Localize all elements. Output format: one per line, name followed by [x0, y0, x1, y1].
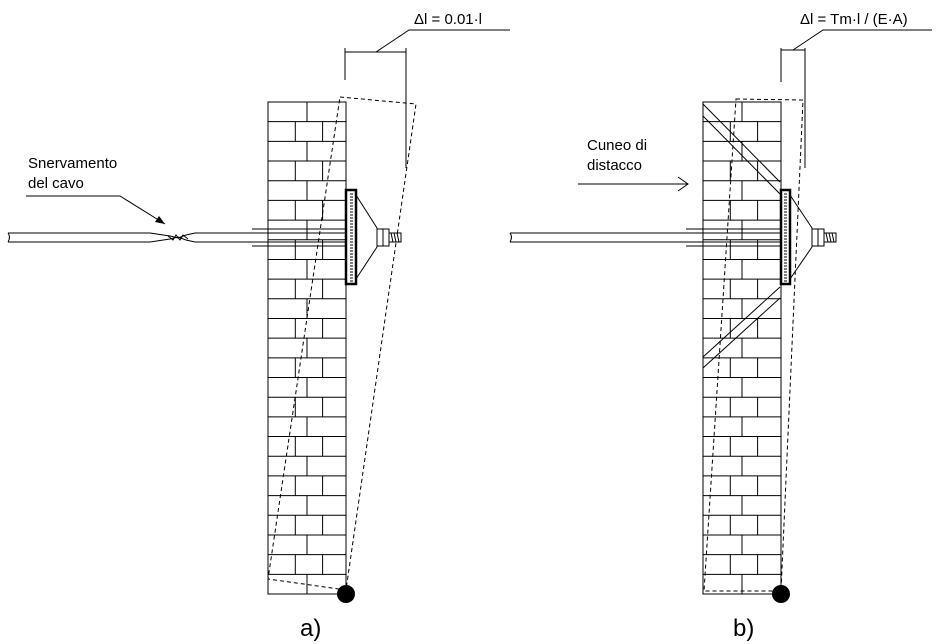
- leader-arrowhead-a: [155, 216, 165, 224]
- displacement-dimension-b: [780, 29, 932, 168]
- plate-serration: [784, 193, 787, 282]
- leader-cable-a: [26, 195, 166, 225]
- anchor-plate-b: [779, 188, 837, 286]
- wedge-label-line1: Cuneo di: [587, 137, 647, 154]
- rotated-wall-outline-b: [703, 98, 804, 592]
- hinge-a: [337, 585, 355, 603]
- dimension-label-b: Δl = Tm·l / (E·A): [800, 11, 908, 28]
- wedge-crack-lower: [702, 286, 781, 369]
- cable-b: [509, 228, 782, 247]
- cable-sheath-a: [252, 228, 346, 247]
- anchor-plate-a: [344, 188, 402, 286]
- cable-label-line1: Snervamento: [28, 155, 117, 172]
- wedge-arrowhead: [677, 176, 689, 192]
- displacement-dimension-a: [344, 29, 510, 168]
- masonry-wall-b: [702, 101, 782, 595]
- wedge-crack-upper: [702, 103, 781, 195]
- caption-b: b): [733, 615, 754, 642]
- cable-label-line2: del cavo: [28, 175, 84, 192]
- caption-a: a): [300, 615, 321, 642]
- hinge-b: [772, 585, 790, 603]
- wedge-label-line2: distacco: [587, 157, 642, 174]
- masonry-wall-a: [267, 101, 347, 595]
- plate-serration: [350, 193, 353, 282]
- dimension-label-a: Δl = 0.01·l: [414, 11, 482, 28]
- cable-a: [7, 232, 346, 243]
